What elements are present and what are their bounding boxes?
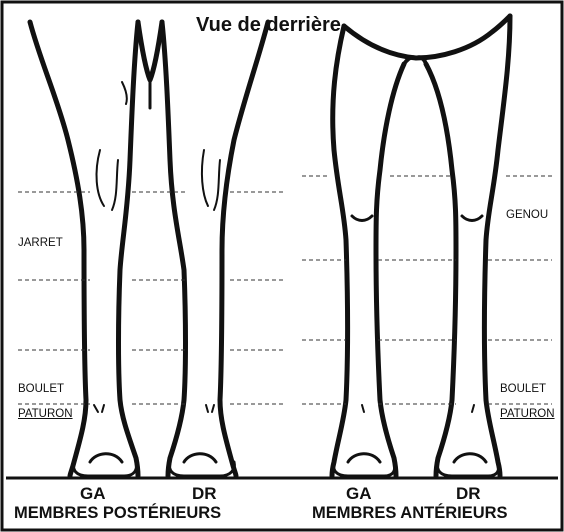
fore-left-limb-label: GA bbox=[346, 485, 372, 502]
hind-label-jarret: JARRET bbox=[18, 238, 63, 250]
fore-label-boulet: BOULET bbox=[500, 384, 546, 396]
hind-right-leg bbox=[162, 22, 268, 476]
fore-right-leg bbox=[426, 16, 510, 476]
hind-left-limb-label: GA bbox=[80, 485, 106, 502]
hind-label-boulet: BOULET bbox=[18, 384, 64, 396]
hind-right-limb-label: DR bbox=[192, 485, 217, 502]
diagram-title: Vue de derrière bbox=[196, 15, 341, 35]
fore-caption: MEMBRES ANTÉRIEURS bbox=[312, 505, 508, 522]
hind-caption: MEMBRES POSTÉRIEURS bbox=[14, 505, 221, 522]
fore-label-genou: GENOU bbox=[506, 210, 548, 222]
fore-limbs-drawing bbox=[332, 16, 510, 476]
dashed-guides bbox=[18, 176, 552, 404]
fore-label-paturon: PATURON bbox=[500, 409, 555, 421]
fore-right-limb-label: DR bbox=[456, 485, 481, 502]
fore-left-leg bbox=[332, 26, 404, 476]
hind-label-paturon: PATURON bbox=[18, 409, 73, 421]
